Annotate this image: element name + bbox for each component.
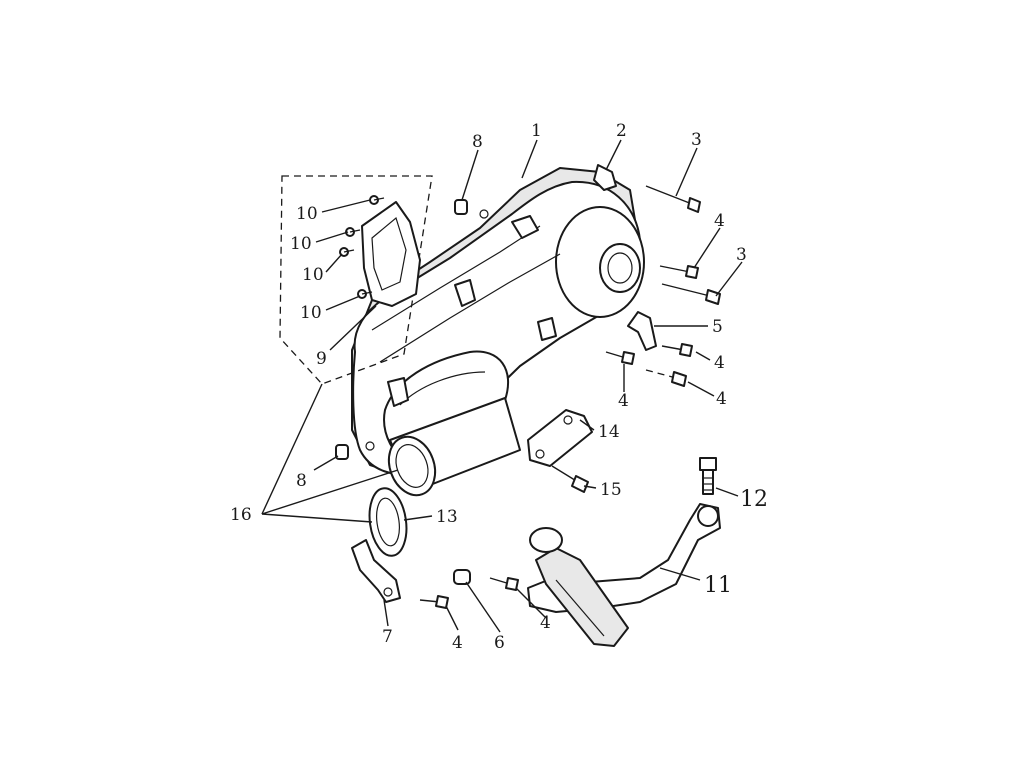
callout-4-c: 4 (618, 391, 629, 411)
part-bolt-4-e (419, 595, 449, 609)
part-intake-duct (387, 397, 521, 497)
part-crankcase-cover (351, 164, 645, 476)
callout-8-lower: 8 (296, 471, 307, 491)
part-bolt-4-a (659, 265, 699, 279)
callout-4-f: 4 (540, 613, 551, 633)
callout-10-d: 10 (300, 303, 322, 323)
callout-15: 15 (600, 480, 622, 500)
part-gasket-plate (361, 201, 421, 307)
callout-10-b: 10 (290, 234, 312, 254)
part-bolt-4-d (645, 369, 687, 387)
callout-2: 2 (616, 121, 627, 141)
part-bolt-4-b (661, 343, 693, 357)
part-bolt-12 (699, 457, 717, 495)
callout-11: 11 (704, 573, 732, 598)
callout-1: 1 (531, 121, 542, 141)
callout-13: 13 (436, 507, 458, 527)
part-filter-ring (368, 487, 408, 557)
part-bolt-15 (551, 465, 589, 493)
part-bolt-3-lower (661, 283, 721, 305)
part-kickstart-lever (527, 503, 721, 647)
callout-labels: 1 2 3 4 3 5 4 4 4 14 15 12 11 8 8 10 10 … (230, 121, 768, 653)
callout-5: 5 (712, 317, 723, 337)
callout-14: 14 (598, 422, 620, 442)
callout-10-c: 10 (302, 265, 324, 285)
part-nut-clip (453, 569, 471, 585)
part-clamp-bracket (351, 539, 401, 603)
callout-4-d: 4 (716, 389, 727, 409)
callout-12: 12 (740, 487, 768, 512)
part-bolt-3-upper (645, 185, 701, 213)
part-bushing-lower (335, 444, 349, 460)
callout-4-e: 4 (452, 633, 463, 653)
part-bushing-upper (454, 199, 468, 215)
callout-8-upper: 8 (472, 132, 483, 152)
callout-16: 16 (230, 505, 252, 525)
callout-10-a: 10 (296, 204, 318, 224)
part-bracket-5 (627, 311, 657, 351)
callout-3-lower: 3 (736, 245, 747, 265)
part-plate-14 (527, 409, 593, 467)
assembly-group-outline (279, 175, 433, 385)
callout-3-upper: 3 (691, 130, 702, 150)
part-bolt-4-c (605, 351, 635, 365)
callout-4-b: 4 (714, 353, 725, 373)
callout-7: 7 (382, 627, 393, 647)
callout-6: 6 (494, 633, 505, 653)
leader-lines (261, 139, 743, 633)
callout-9: 9 (316, 349, 327, 369)
part-bolt-4-f (489, 577, 519, 591)
callout-4-a: 4 (714, 211, 725, 231)
